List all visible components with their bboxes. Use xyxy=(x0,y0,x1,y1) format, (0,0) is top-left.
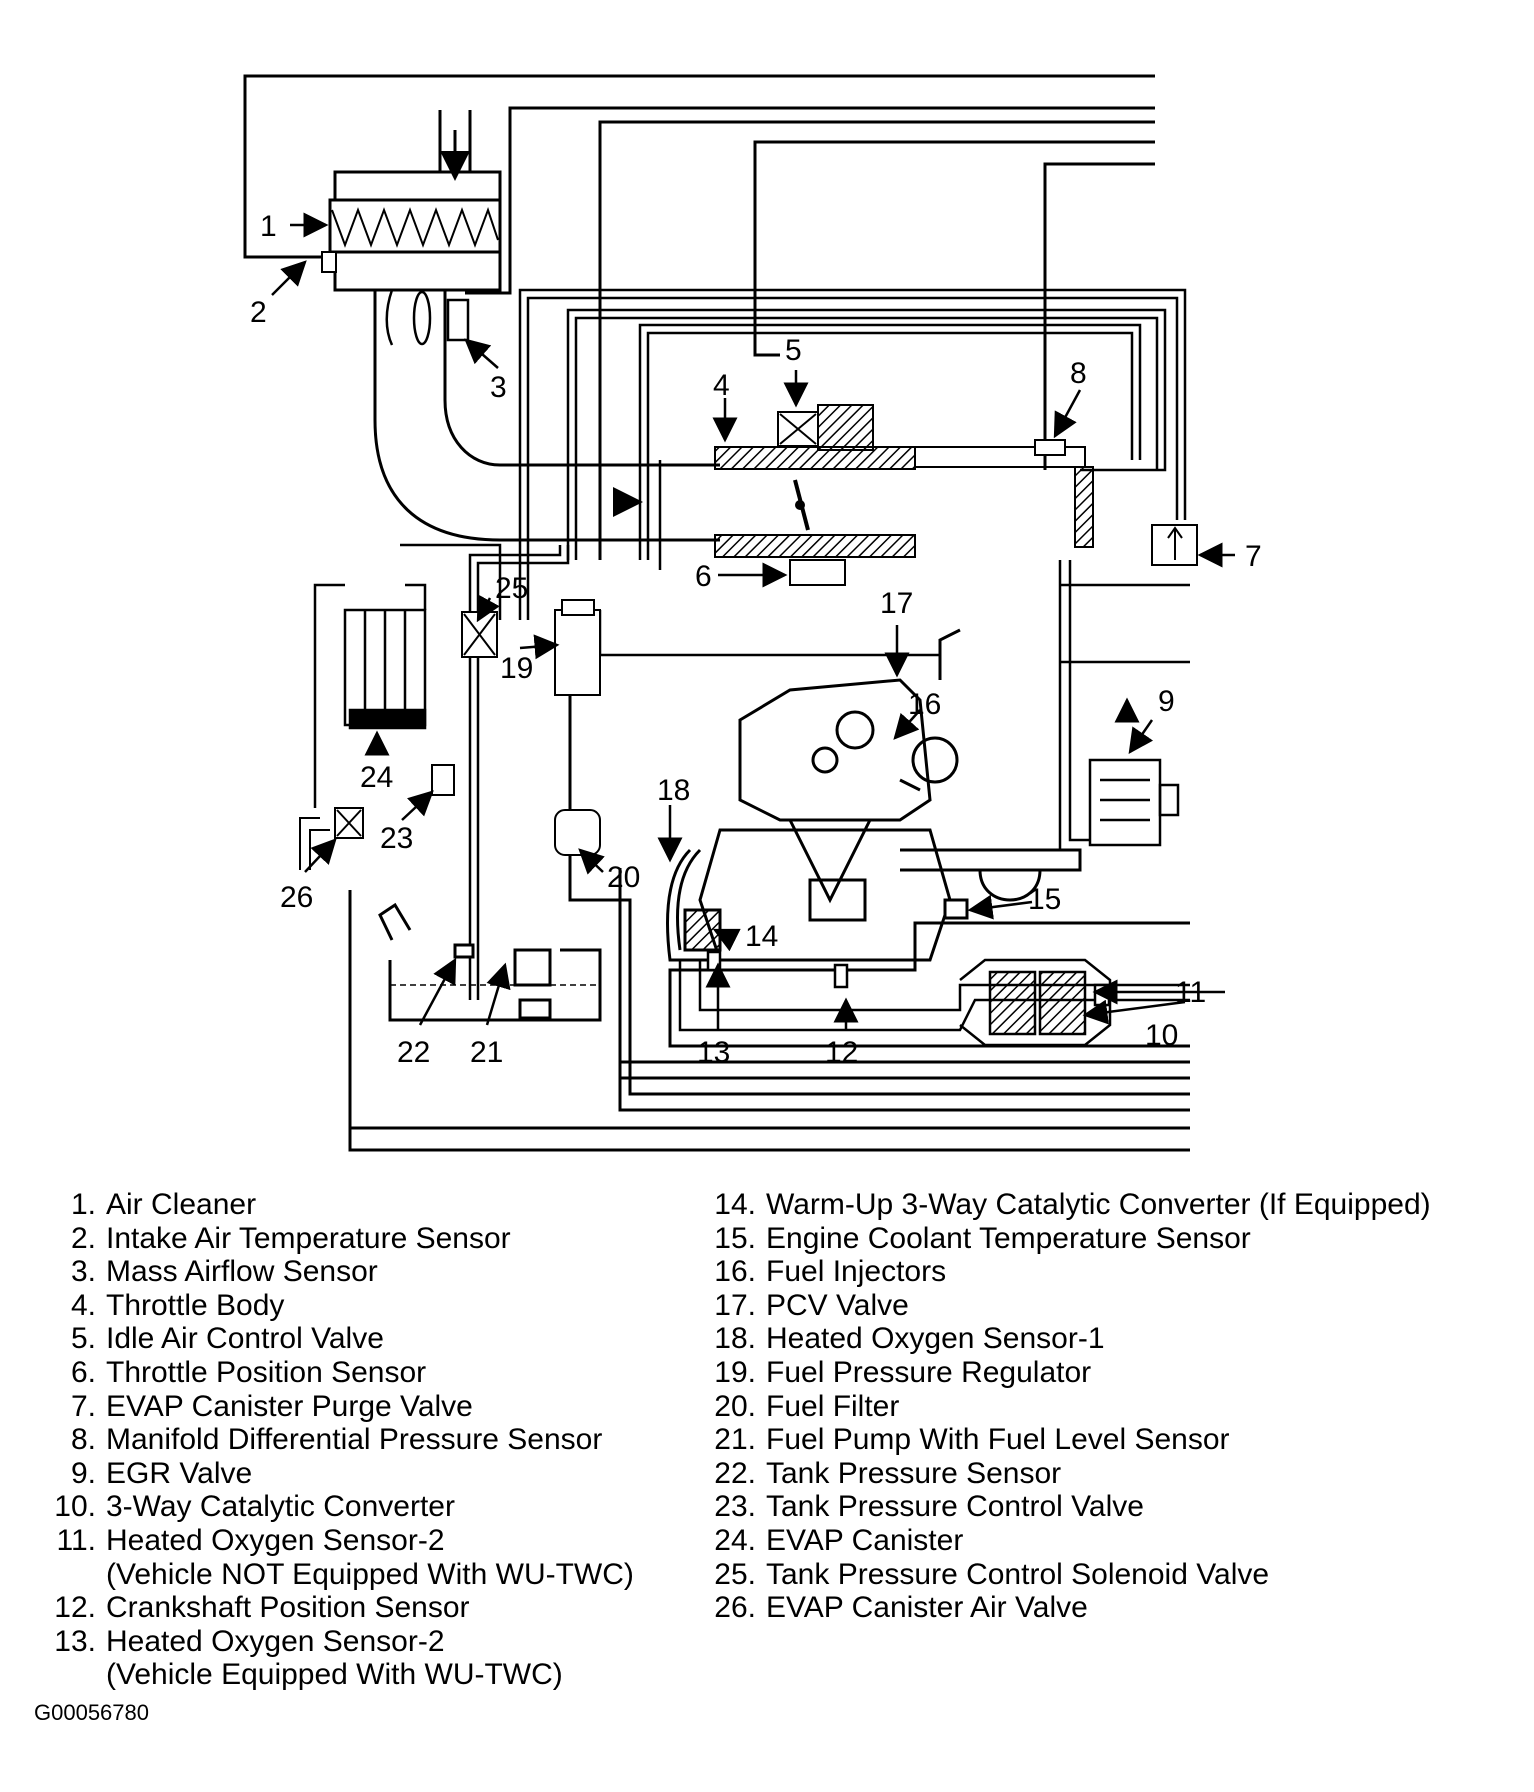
legend-item: 25.Tank Pressure Control Solenoid Valve xyxy=(714,1557,1270,1591)
callout-8: 8 xyxy=(1070,357,1087,390)
callout-6: 6 xyxy=(695,560,712,593)
mass-airflow-sensor xyxy=(385,289,470,346)
callout-3: 3 xyxy=(490,371,507,404)
legend-item: 1.Air Cleaner xyxy=(70,1188,257,1221)
legend-item: 7.EVAP Canister Purge Valve xyxy=(70,1389,473,1423)
legend-item: 4.Throttle Body xyxy=(70,1288,285,1322)
legend-item: 12.Crankshaft Position Sensor xyxy=(54,1591,470,1625)
callout-19: 19 xyxy=(500,652,533,685)
legend-item: 24.EVAP Canister xyxy=(714,1523,964,1557)
legend-item: 16.Fuel Injectors xyxy=(714,1255,947,1289)
callout-1: 1 xyxy=(260,210,277,243)
legend-item: 23.Tank Pressure Control Valve xyxy=(714,1490,1144,1524)
legend-item: 20.Fuel Filter xyxy=(714,1389,900,1423)
callout-4: 4 xyxy=(713,369,730,402)
wiring-harness xyxy=(243,74,1190,1152)
legend-right-column: 14.Warm-Up 3-Way Catalytic Converter (If… xyxy=(700,1188,1530,1625)
tank-pressure-control-valve xyxy=(431,764,455,796)
exhaust-system xyxy=(678,950,1190,1047)
legend-item: 3.Mass Airflow Sensor xyxy=(70,1255,378,1289)
legend-item: 18.Heated Oxygen Sensor-1 xyxy=(714,1322,1105,1356)
purge-valve xyxy=(1151,524,1198,566)
legend-item: 2.Intake Air Temperature Sensor xyxy=(70,1221,511,1255)
callout-2: 2 xyxy=(250,296,267,329)
legend-note: (Vehicle Equipped With WU-TWC) xyxy=(106,1658,563,1692)
callout-26: 26 xyxy=(280,881,313,914)
air-cleaner xyxy=(321,198,502,273)
idle-air-control-valve xyxy=(777,404,874,451)
callout-11: 11 xyxy=(1175,976,1206,1009)
legend-item: 10.3-Way Catalytic Converter xyxy=(54,1490,455,1524)
legend-item: 19.Fuel Pressure Regulator xyxy=(714,1355,1092,1389)
callout-15: 15 xyxy=(1028,883,1061,916)
fuel-pressure-regulator xyxy=(554,599,601,696)
legend-item: 5.Idle Air Control Valve xyxy=(70,1322,384,1356)
legend-item: 26.EVAP Canister Air Valve xyxy=(714,1591,1088,1625)
callout-21: 21 xyxy=(470,1036,503,1069)
legend-item: 14.Warm-Up 3-Way Catalytic Converter (If… xyxy=(714,1188,1431,1221)
callout-16: 16 xyxy=(908,688,941,721)
engine-system-diagram: 1 2 3 4 5 6 7 8 9 10 11 12 13 14 15 16 1… xyxy=(243,74,1262,1152)
callout-13: 13 xyxy=(697,1036,730,1069)
air-intake-duct xyxy=(333,110,720,542)
legend-item: 9.EGR Valve xyxy=(70,1456,253,1490)
callout-22: 22 xyxy=(397,1036,430,1069)
legend-item: 17.PCV Valve xyxy=(714,1288,909,1322)
callout-25: 25 xyxy=(495,572,528,605)
legend-item: 21.Fuel Pump With Fuel Level Sensor xyxy=(714,1423,1230,1457)
canister-air-valve xyxy=(299,807,364,870)
legend-item: 15.Engine Coolant Temperature Sensor xyxy=(714,1221,1251,1255)
callout-24: 24 xyxy=(360,761,393,794)
intake-manifold-wall xyxy=(1034,439,1094,548)
callout-20: 20 xyxy=(607,861,640,894)
legend-left-column: 1.Air Cleaner 2.Intake Air Temperature S… xyxy=(40,1188,700,1692)
callout-14: 14 xyxy=(745,920,778,953)
figure-id: G00056780 xyxy=(34,1700,149,1725)
callout-leaders xyxy=(271,212,1235,1030)
callout-23: 23 xyxy=(380,822,413,855)
fuel-filter xyxy=(554,809,601,856)
egr-valve xyxy=(1058,560,1180,850)
legend-item: 6.Throttle Position Sensor xyxy=(70,1355,427,1389)
callout-12: 12 xyxy=(825,1036,858,1069)
fuel-tank xyxy=(378,902,602,1022)
engine-block xyxy=(666,628,1082,962)
callout-18: 18 xyxy=(657,774,690,807)
callout-7: 7 xyxy=(1245,540,1262,573)
legend-note: (Vehicle NOT Equipped With WU-TWC) xyxy=(106,1557,634,1591)
legend-item: 11.Heated Oxygen Sensor-2(Vehicle NOT Eq… xyxy=(40,1524,700,1591)
legend-item: 8.Manifold Differential Pressure Sensor xyxy=(70,1423,603,1457)
legend-item: 22.Tank Pressure Sensor xyxy=(714,1456,1062,1490)
callout-labels: 1 2 3 4 5 6 7 8 9 10 11 12 13 14 15 16 1… xyxy=(250,210,1262,1069)
callout-17: 17 xyxy=(880,587,913,620)
callout-9: 9 xyxy=(1158,685,1175,718)
vacuum-hoses xyxy=(400,288,1190,1000)
callout-5: 5 xyxy=(785,334,802,367)
evap-canister xyxy=(313,583,427,808)
throttle-body xyxy=(714,446,1086,586)
callout-10: 10 xyxy=(1145,1019,1178,1052)
legend-item: 13.Heated Oxygen Sensor-2(Vehicle Equipp… xyxy=(40,1625,700,1692)
